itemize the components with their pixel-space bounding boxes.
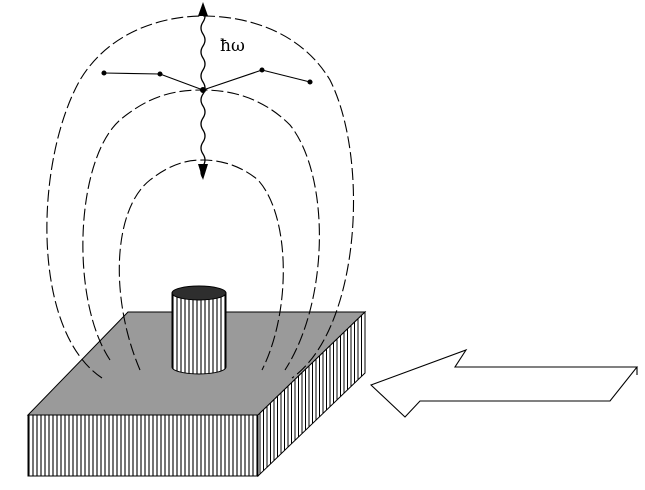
photon-arrowhead-top xyxy=(198,2,208,16)
emission-node xyxy=(199,86,207,94)
pillar-top xyxy=(171,285,227,301)
photon-arrowhead-bottom xyxy=(198,164,208,180)
plate-front-face xyxy=(27,414,259,477)
plate-side-face xyxy=(257,310,366,478)
field-line-inner xyxy=(118,159,284,371)
emission-node-branches xyxy=(101,67,313,94)
emitted-photon-arrow: ħω xyxy=(198,2,245,180)
cylindrical-pillar xyxy=(171,285,227,375)
field-line-outer xyxy=(46,15,355,379)
incoming-beam-arrow xyxy=(369,348,639,418)
photon-energy-label: ħω xyxy=(220,36,245,56)
pillar-body xyxy=(171,292,227,375)
